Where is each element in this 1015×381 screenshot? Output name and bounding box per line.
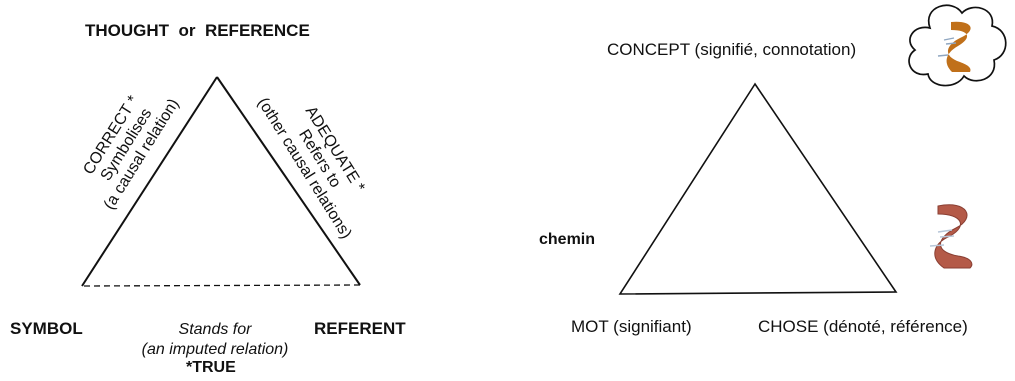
left-triangle-right-edge — [216, 76, 361, 286]
right-bottom-left-label: MOT (signifiant) — [571, 317, 692, 336]
left-bottom-right-label: REFERENT — [314, 319, 406, 338]
left-triangle-dashed-base — [83, 284, 361, 287]
right-left-label: chemin — [539, 231, 596, 248]
base-label-line-1: Stands for — [178, 321, 252, 338]
base-label: Stands for (an imputed relation) — [115, 320, 315, 359]
thought-cloud-with-path-icon — [908, 4, 1007, 87]
base-note: *TRUE — [186, 359, 236, 376]
winding-path-icon — [929, 204, 973, 269]
left-bottom-left-label: SYMBOL — [10, 319, 83, 338]
left-triangle-left-edge — [81, 76, 218, 287]
base-label-line-2: (an imputed relation) — [141, 340, 289, 358]
right-triangle — [618, 82, 898, 295]
left-top-label: THOUGHT or REFERENCE — [85, 21, 310, 40]
right-top-label: CONCEPT (signifié, connotation) — [607, 40, 857, 59]
right-bottom-right-label: CHOSE (dénoté, référence) — [758, 317, 968, 336]
